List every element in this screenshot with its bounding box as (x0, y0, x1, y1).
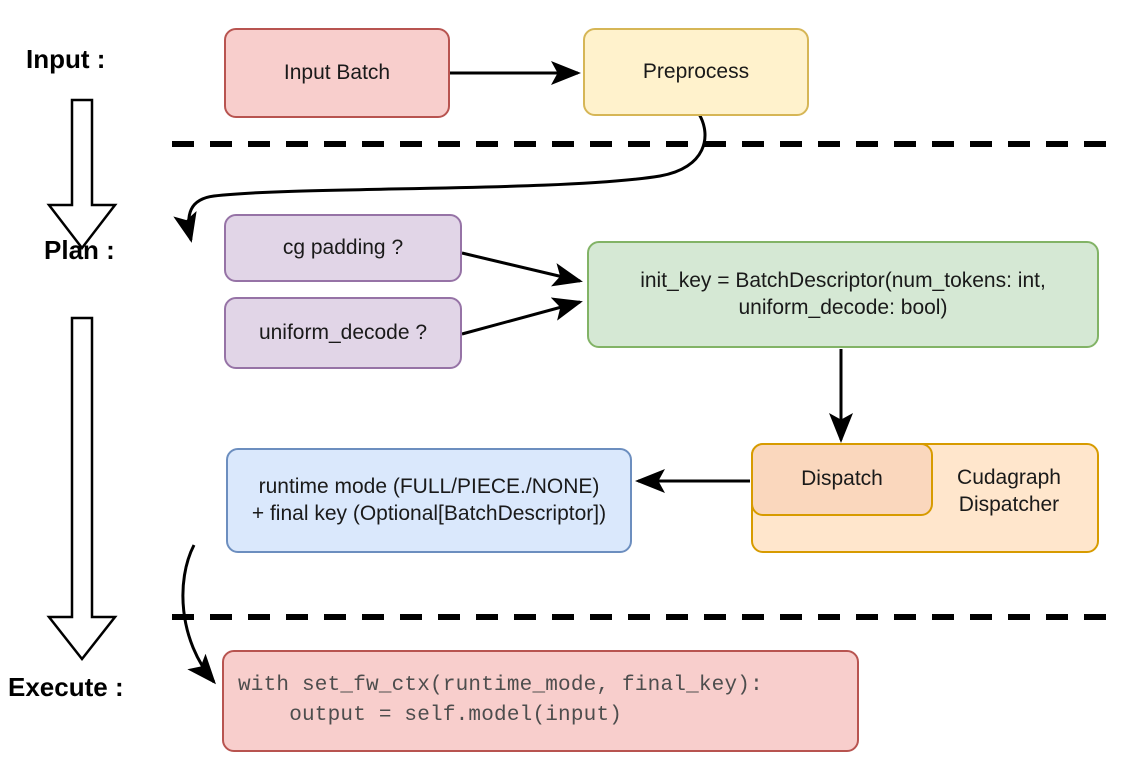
edge-cg-padding-to-init-key (461, 251, 583, 287)
node-input-batch-label: Input Batch (283, 60, 391, 84)
node-dispatch-label: Dispatch (801, 467, 883, 491)
node-cg-padding[interactable]: cg padding ? (224, 214, 462, 282)
edge-uniform-decode-to-init-key (461, 297, 583, 336)
node-input-batch[interactable]: Input Batch (224, 28, 450, 118)
stage-label-input: Input : (26, 44, 106, 74)
input-to-plan-arrow (46, 98, 118, 251)
node-execute-code[interactable]: with set_fw_ctx(runtime_mode, final_key)… (222, 650, 859, 752)
node-dispatch[interactable]: Dispatch (751, 443, 933, 516)
node-runtime-mode-label: runtime mode (FULL/PIECE./NONE) + final … (251, 474, 607, 525)
stage-label-execute: Execute : (8, 672, 124, 702)
node-preprocess[interactable]: Preprocess (583, 28, 809, 116)
node-uniform-decode-label: uniform_decode ? (258, 320, 428, 344)
stage-label-plan: Plan : (44, 235, 115, 265)
node-uniform-decode[interactable]: uniform_decode ? (224, 297, 462, 369)
plan-to-execute-arrow (46, 316, 118, 662)
node-init-key-label: init_key = BatchDescriptor(num_tokens: i… (640, 268, 1046, 319)
node-init-key[interactable]: init_key = BatchDescriptor(num_tokens: i… (587, 241, 1099, 348)
node-cg-padding-label: cg padding ? (282, 235, 404, 259)
node-preprocess-label: Preprocess (642, 59, 750, 83)
node-runtime-mode[interactable]: runtime mode (FULL/PIECE./NONE) + final … (226, 448, 632, 553)
edge-runtime-mode-to-execute-code (181, 544, 216, 685)
edge-preprocess-to-cg-padding (173, 113, 707, 243)
node-cudagraph-dispatcher-label: Cudagraph Dispatcher (957, 466, 1061, 516)
node-execute-code-label: with set_fw_ctx(runtime_mode, final_key)… (238, 673, 763, 727)
